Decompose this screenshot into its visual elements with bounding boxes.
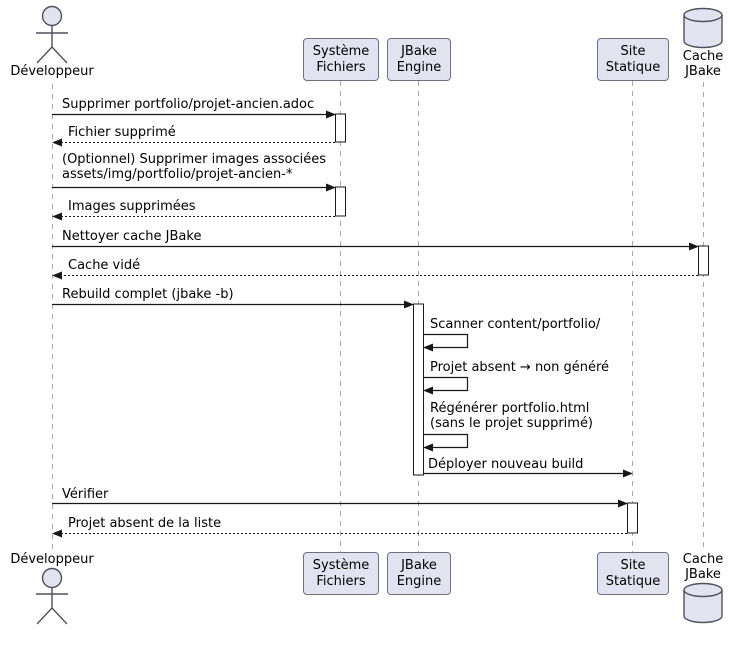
activation-cache-jbake (698, 245, 709, 276)
self-message-loops (423, 333, 469, 452)
message-label-rebuild: Rebuild complet (jbake -b) (62, 287, 234, 302)
activation-bars (335, 113, 709, 534)
message-label-nettoyer-cache: Nettoyer cache JBake (62, 229, 202, 244)
activation-jbake-engine (413, 303, 424, 476)
activation-filesystem-2 (335, 186, 346, 217)
message-label-fichier-supprime: Fichier supprimé (68, 125, 176, 140)
participant-jbake-engine-top: JBake Engine (387, 38, 451, 81)
message-label-verifier: Vérifier (62, 487, 109, 502)
actor-head (41, 567, 63, 589)
message-label-supprimer-adoc: Supprimer portfolio/projet-ancien.adoc (62, 97, 315, 112)
actor-developer-bottom-label: Développeur (10, 552, 94, 567)
database-cache-jbake-bottom-icon (683, 582, 723, 624)
message-label-cache-vide: Cache vidé (68, 258, 141, 273)
participant-site-statique-top: Site Statique (597, 38, 669, 81)
return-arrows (52, 138, 698, 538)
activation-filesystem-1 (335, 113, 346, 143)
actor-head (41, 5, 63, 27)
participant-site-statique-bottom: Site Statique (597, 552, 669, 595)
database-cache-jbake-top-icon (683, 7, 723, 49)
message-label-regenerer: Régénérer portfolio.html (sans le projet… (430, 401, 594, 431)
message-label-projet-absent: Projet absent → non généré (430, 360, 610, 375)
message-label-scanner: Scanner content/portfolio/ (430, 317, 601, 332)
message-label-images-supprimees: Images supprimées (68, 199, 196, 214)
actor-developer-bottom-figure (36, 567, 68, 625)
message-label-projet-absent-liste: Projet absent de la liste (68, 516, 222, 531)
loop-projet-absent (424, 376, 469, 392)
activation-site-statique (627, 502, 638, 534)
message-label-supprimer-images: (Optionnel) Supprimer images associées a… (62, 152, 326, 182)
database-cache-jbake-bottom-label: Cache JBake (682, 552, 724, 582)
actor-developer-top-figure (36, 5, 68, 64)
actor-developer-top-label: Développeur (10, 64, 94, 79)
loop-regenerer (424, 433, 469, 449)
loop-scanner (424, 333, 469, 349)
participant-jbake-engine-bottom: JBake Engine (387, 552, 451, 595)
participant-filesystem-bottom: Système Fichiers (303, 552, 379, 595)
solid-arrows (52, 110, 699, 508)
database-cache-jbake-top-label: Cache JBake (682, 49, 724, 79)
participant-filesystem-top: Système Fichiers (303, 38, 379, 81)
message-label-deployer: Déployer nouveau build (428, 457, 584, 472)
